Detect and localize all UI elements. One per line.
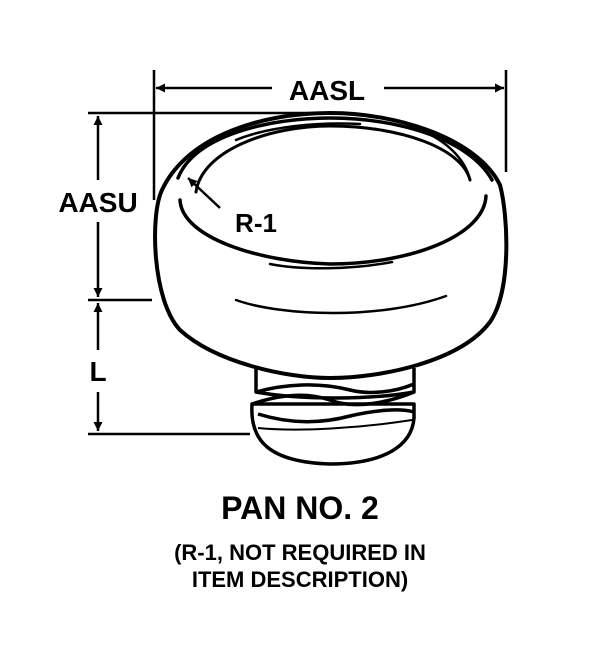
part-title: PAN NO. 2 bbox=[221, 490, 379, 526]
screw-shank bbox=[250, 368, 416, 466]
dimension-aasl bbox=[152, 70, 508, 200]
dimension-aasu bbox=[88, 111, 330, 302]
aasu-label: AASU bbox=[58, 187, 137, 218]
radius-label: R-1 bbox=[235, 208, 277, 238]
note-line-1: (R-1, NOT REQUIRED IN bbox=[174, 540, 426, 565]
radius-leader-arrow bbox=[187, 177, 221, 209]
pan-head bbox=[153, 110, 509, 381]
aasl-label: AASL bbox=[289, 75, 365, 106]
dimension-length bbox=[88, 303, 250, 436]
note-line-2: ITEM DESCRIPTION) bbox=[191, 567, 409, 592]
length-label: L bbox=[89, 356, 106, 387]
